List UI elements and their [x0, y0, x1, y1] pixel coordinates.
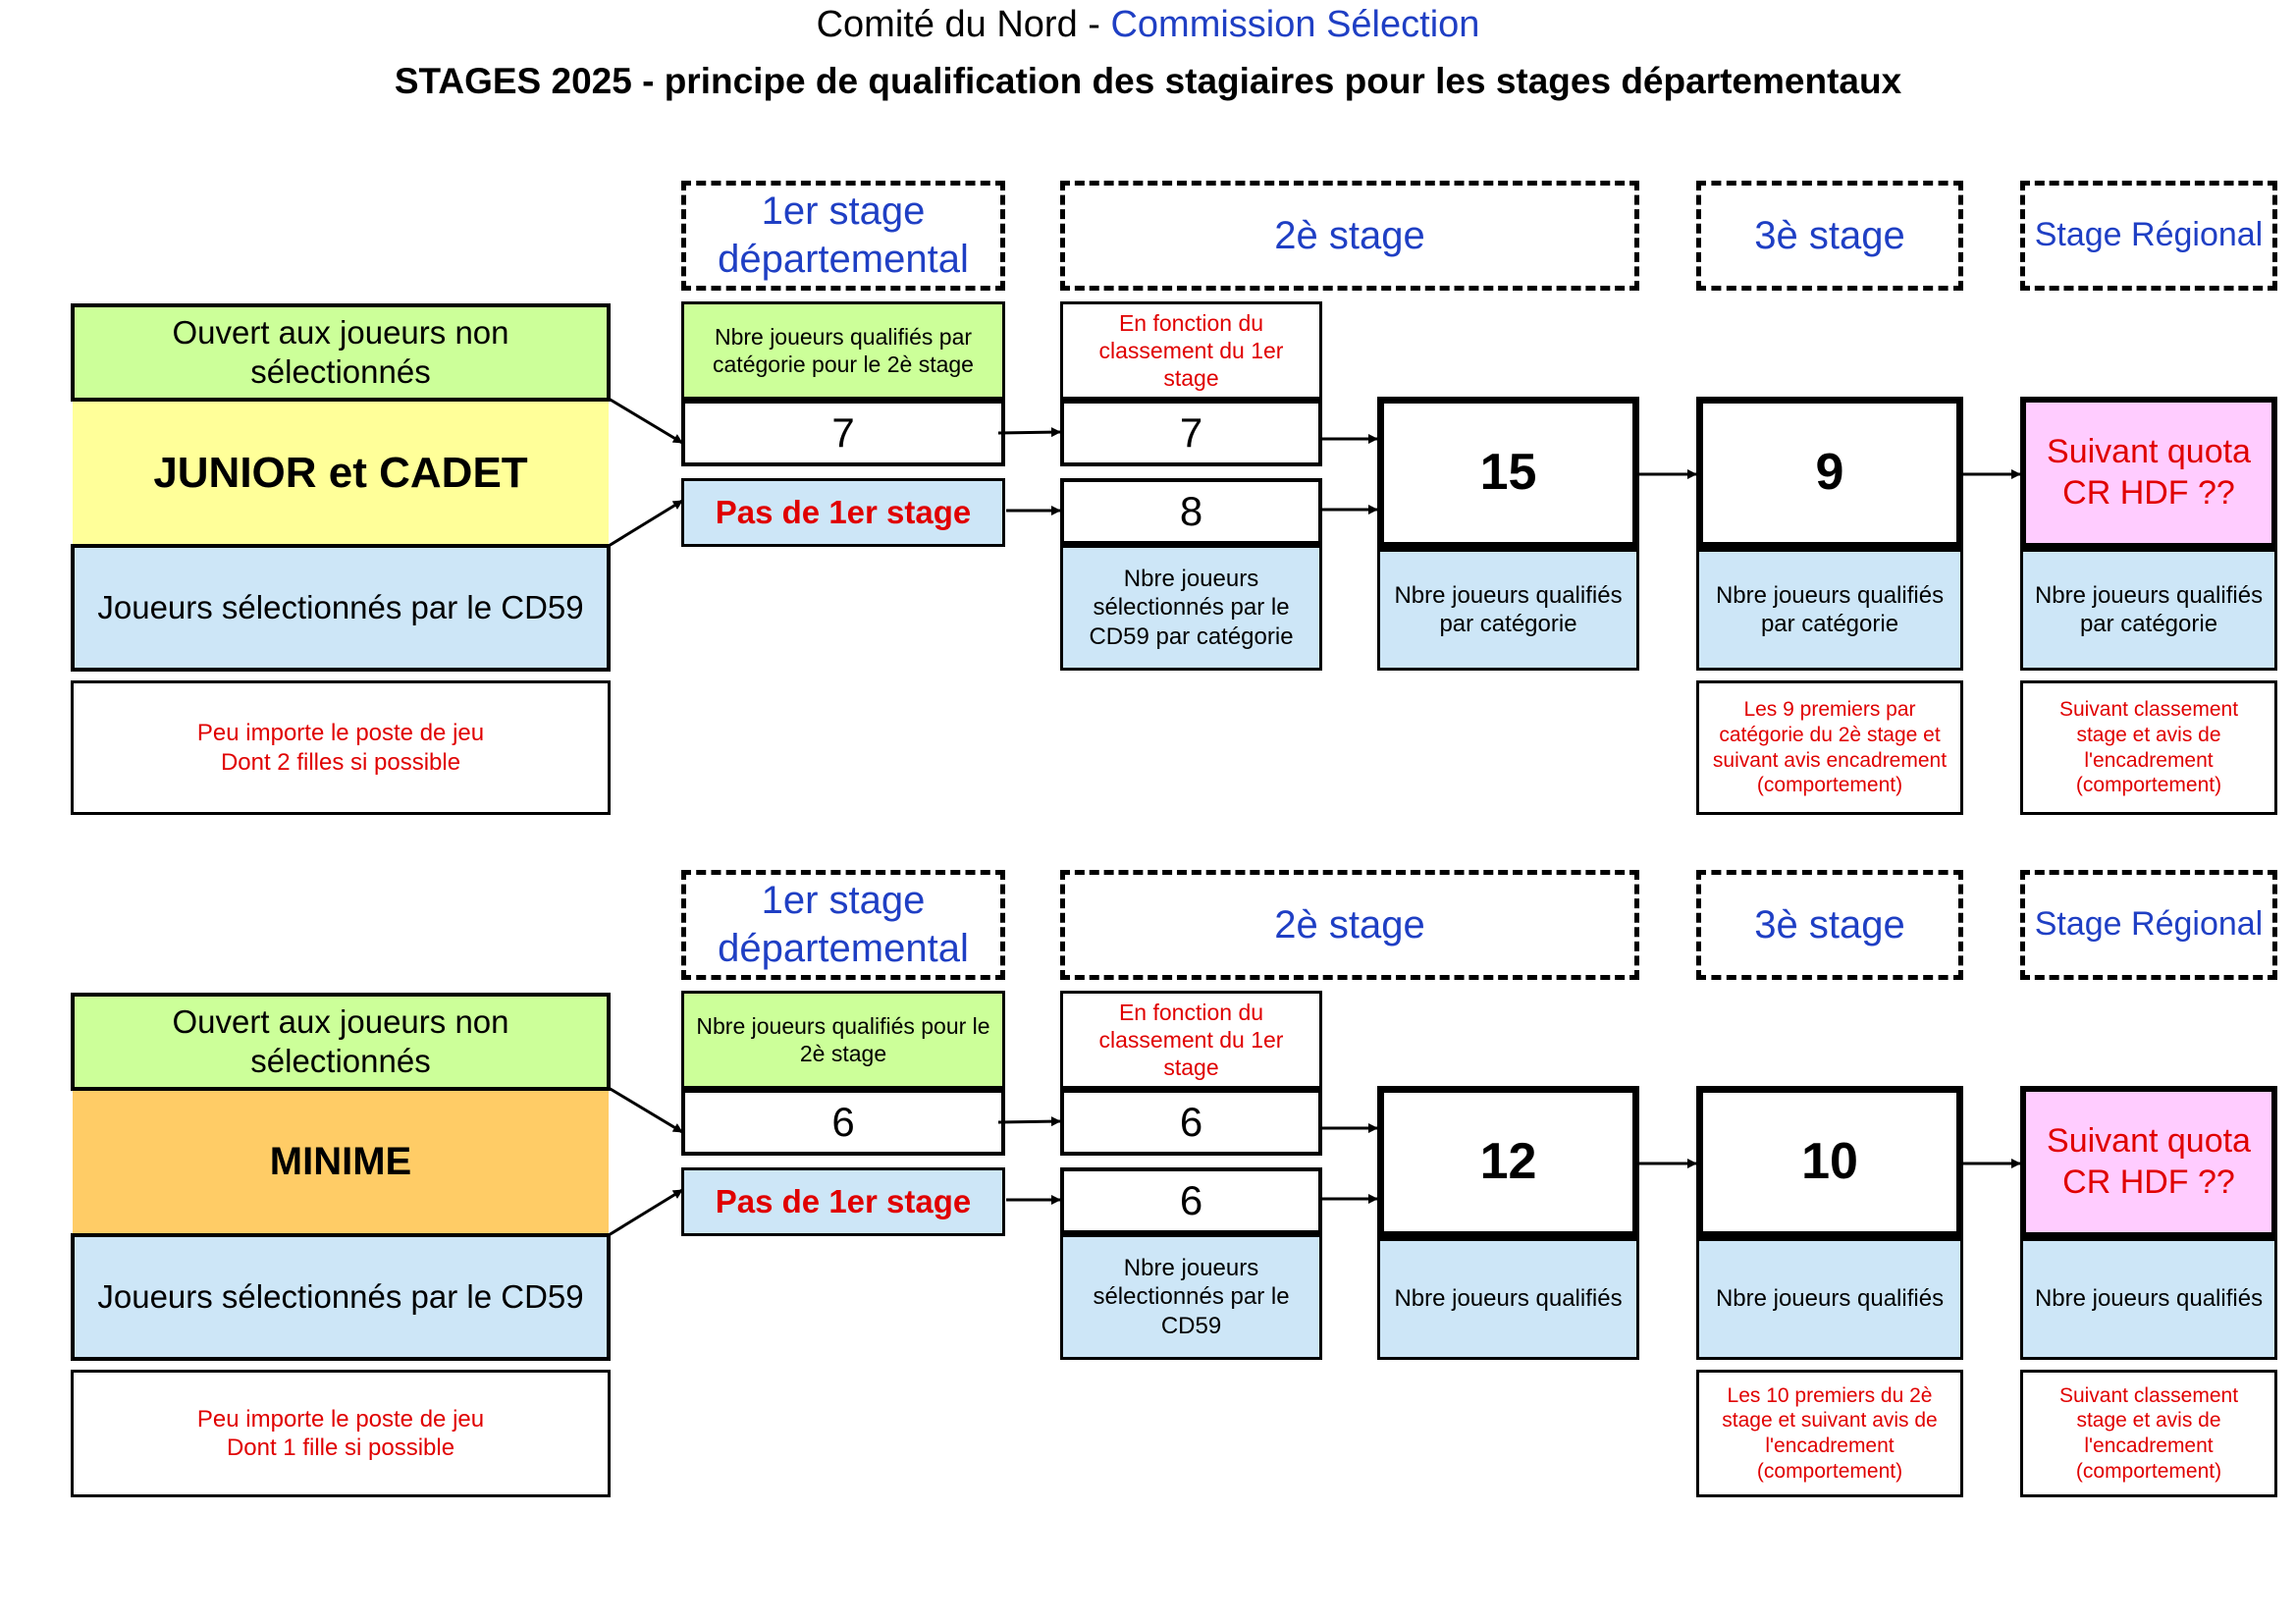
stage3-total-label: Nbre joueurs qualifiés par catégorie [1696, 549, 1963, 671]
stage1-header: 1er stage départemental [681, 870, 1005, 980]
section-minime: 1er stage départemental 2è stage 3è stag… [0, 689, 2296, 1497]
stage2-open-value: 6 [1060, 1089, 1322, 1156]
stage2-selected-label: Nbre joueurs sélectionnés par le CD59 [1060, 1234, 1322, 1360]
stage2-open-value: 7 [1060, 400, 1322, 466]
category-label: MINIME [73, 1091, 609, 1233]
position-note-line2: Dont 1 fille si possible [226, 1434, 455, 1461]
stage2-selected-label: Nbre joueurs sélectionnés par le CD59 pa… [1060, 545, 1322, 671]
regional-header: Stage Régional [2020, 181, 2277, 291]
stage2-selected-value: 6 [1060, 1167, 1322, 1234]
stage2-ranking-label: En fonction du classement du 1er stage [1060, 991, 1322, 1089]
open-players-label: Ouvert aux joueurs non sélectionnés [71, 993, 611, 1091]
selected-players-label: Joueurs sélectionnés par le CD59 [71, 1233, 611, 1361]
no-stage1-label: Pas de 1er stage [681, 1167, 1005, 1236]
org-name: Comité du Nord - [816, 4, 1111, 45]
stage3-header: 3è stage [1696, 181, 1963, 291]
selected-players-label: Joueurs sélectionnés par le CD59 [71, 544, 611, 672]
stage2-ranking-label: En fonction du classement du 1er stage [1060, 301, 1322, 400]
stage2-total-label: Nbre joueurs qualifiés [1377, 1238, 1639, 1360]
flow-arrows [608, 397, 2021, 548]
position-note-line1: Peu importe le poste de jeu [196, 720, 485, 747]
no-stage1-label: Pas de 1er stage [681, 478, 1005, 547]
regional-header: Stage Régional [2020, 870, 2277, 980]
header-org-line: Comité du Nord - Commission Sélection [0, 4, 2296, 46]
stage1-header: 1er stage départemental [681, 181, 1005, 291]
stage2-total-value: 12 [1377, 1086, 1639, 1238]
stage3-note: Les 9 premiers par catégorie du 2è stage… [1696, 680, 1963, 815]
regional-label: Nbre joueurs qualifiés par catégorie [2020, 549, 2277, 671]
regional-note: Suivant classement stage et avis de l'en… [2020, 680, 2277, 815]
stage2-selected-value: 8 [1060, 478, 1322, 545]
position-note-line2: Dont 2 filles si possible [220, 748, 461, 776]
stage3-total-label: Nbre joueurs qualifiés [1696, 1238, 1963, 1360]
stage1-qualified-label: Nbre joueurs qualifiés par catégorie pou… [681, 301, 1005, 400]
open-players-label: Ouvert aux joueurs non sélectionnés [71, 303, 611, 402]
stage3-note: Les 10 premiers du 2è stage et suivant a… [1696, 1370, 1963, 1497]
flow-arrows [608, 1086, 2021, 1237]
regional-label: Nbre joueurs qualifiés [2020, 1238, 2277, 1360]
stage2-header: 2è stage [1060, 181, 1639, 291]
commission-name: Commission Sélection [1110, 4, 1480, 45]
stage2-header: 2è stage [1060, 870, 1639, 980]
position-note: Peu importe le poste de jeu Dont 2 fille… [71, 680, 611, 815]
category-label: JUNIOR et CADET [73, 402, 609, 544]
position-note-line1: Peu importe le poste de jeu [196, 1405, 485, 1433]
stage1-qualified-value: 7 [681, 400, 1005, 466]
stage3-total-value: 10 [1696, 1086, 1963, 1238]
regional-note: Suivant classement stage et avis de l'en… [2020, 1370, 2277, 1497]
stage1-qualified-label: Nbre joueurs qualifiés pour le 2è stage [681, 991, 1005, 1089]
stage1-qualified-value: 6 [681, 1089, 1005, 1156]
stage2-total-value: 15 [1377, 397, 1639, 549]
stage3-header: 3è stage [1696, 870, 1963, 980]
regional-quota: Suivant quota CR HDF ?? [2020, 1086, 2277, 1238]
section-junior-cadet: 1er stage départemental 2è stage 3è stag… [0, 0, 2296, 815]
stage2-total-label: Nbre joueurs qualifiés par catégorie [1377, 549, 1639, 671]
regional-quota: Suivant quota CR HDF ?? [2020, 397, 2277, 549]
position-note: Peu importe le poste de jeu Dont 1 fille… [71, 1370, 611, 1497]
stage3-total-value: 9 [1696, 397, 1963, 549]
page-title: STAGES 2025 - principe de qualification … [394, 61, 1902, 101]
